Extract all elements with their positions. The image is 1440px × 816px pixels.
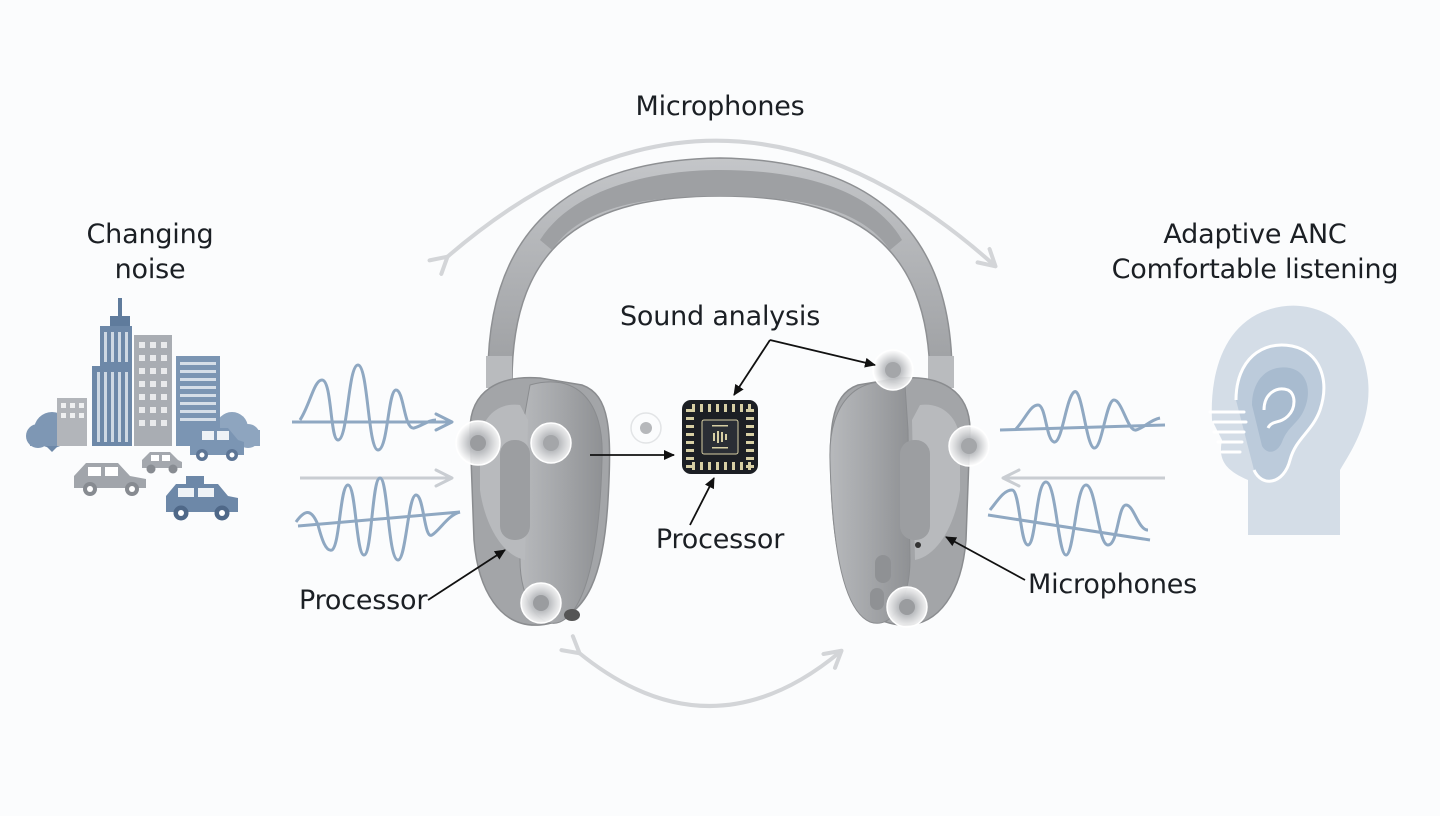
label-processor-left: Processor — [299, 585, 428, 616]
chip-pin — [686, 425, 694, 428]
arrow-mics-to-cup — [945, 536, 1026, 581]
chip-pin — [746, 433, 754, 436]
chip-pin — [746, 449, 754, 452]
chip-pin — [686, 433, 694, 436]
microphone-marker-icon — [455, 420, 501, 466]
car-icon — [74, 423, 244, 521]
arrow-processor-to-chip — [689, 477, 715, 526]
noise-wave-top — [298, 363, 437, 452]
chip-pin — [740, 404, 743, 412]
chip-pin — [746, 441, 754, 444]
microphone-marker-icon — [886, 586, 928, 628]
microphone-marker-icon — [948, 425, 990, 467]
anc-wave-bottom — [988, 480, 1149, 557]
microphone-marker-icon — [630, 412, 662, 444]
orbit-arrow-top — [427, 138, 998, 276]
microphone-marker-icon — [530, 422, 572, 464]
microphone-markers — [455, 349, 990, 628]
noise-line-bottom — [297, 510, 461, 528]
chip-pin — [716, 404, 719, 412]
chip-pin — [708, 404, 711, 412]
chip-pin — [746, 457, 754, 460]
arrow-processor-to-cup — [427, 549, 506, 601]
chip-pin — [686, 449, 694, 452]
pointer-arrows — [427, 339, 1026, 601]
chip-pin — [724, 404, 727, 412]
label-changing-noise-line1: Changing — [86, 219, 214, 250]
anc-line-top — [999, 423, 1166, 432]
incoming-noise-waves — [292, 363, 461, 562]
chip-pin — [746, 425, 754, 428]
chip-pin — [748, 404, 751, 412]
label-microphones-right: Microphones — [1028, 569, 1198, 600]
chip-pin — [716, 462, 719, 470]
orbit-arrows — [427, 138, 998, 708]
chip-pin — [686, 465, 694, 468]
ear-icon — [1208, 305, 1369, 535]
microphone-marker-icon — [520, 582, 562, 624]
chip-pin — [700, 462, 703, 470]
chip-pin — [724, 462, 727, 470]
chip-pin — [732, 462, 735, 470]
label-microphones-top: Microphones — [635, 91, 805, 122]
chip-pin — [740, 462, 743, 470]
anc-wave-top — [1013, 390, 1161, 450]
chip-pin — [700, 404, 703, 412]
label-adaptive-anc-line2: Comfortable listening — [1111, 254, 1399, 285]
chip-pin — [732, 404, 735, 412]
chip-pin — [686, 409, 694, 412]
chip-pin — [746, 417, 754, 420]
cancelled-sound-waves — [987, 390, 1166, 557]
chip-icon — [682, 400, 758, 474]
chip-pin — [746, 465, 754, 468]
chip-pin — [686, 417, 694, 420]
anc-line-bottom — [987, 513, 1151, 542]
label-adaptive-anc-line1: Adaptive ANC — [1163, 219, 1347, 250]
chip-pin — [686, 457, 694, 460]
chip-pin — [692, 404, 695, 412]
noise-wave-bottom — [294, 476, 461, 562]
chip-pin — [708, 462, 711, 470]
label-processor-center: Processor — [655, 524, 785, 555]
microphone-marker-icon — [872, 349, 914, 391]
orbit-arrow-bottom — [559, 634, 844, 708]
label-changing-noise-line2: noise — [114, 254, 186, 285]
arrow-analysis-to-chip — [733, 339, 771, 396]
chip-pin — [686, 441, 694, 444]
label-sound-analysis: Sound analysis — [619, 301, 821, 332]
arrow-analysis-to-mic — [769, 339, 876, 368]
